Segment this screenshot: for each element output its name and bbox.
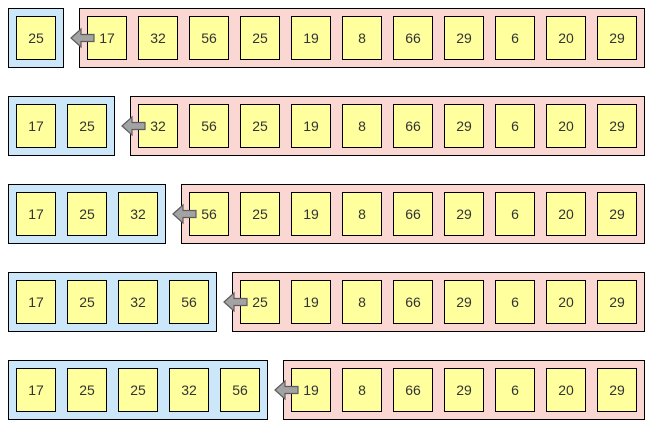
unsorted-value-box: 20 [546, 192, 586, 236]
unsorted-value-box: 19 [291, 280, 331, 324]
unsorted-value-box: 56 [189, 104, 229, 148]
unsorted-value-box: 19 [291, 192, 331, 236]
sorted-value-box: 25 [118, 368, 158, 412]
unsorted-value-box: 20 [546, 368, 586, 412]
unsorted-value-box: 6 [495, 16, 535, 60]
unsorted-value-box: 19 [291, 104, 331, 148]
unsorted-value-box: 29 [597, 192, 637, 236]
unsorted-value-box: 66 [393, 368, 433, 412]
unsorted-value-box: 25 [240, 104, 280, 148]
sorted-value-box: 25 [67, 280, 107, 324]
unsorted-value-box: 32 [138, 16, 178, 60]
unsorted-value-box: 25 [240, 192, 280, 236]
sorted-container: 25 [8, 8, 64, 68]
unsorted-value-box: 8 [342, 104, 382, 148]
unsorted-value-box: 8 [342, 280, 382, 324]
sorted-value-box: 32 [118, 192, 158, 236]
unsorted-value-box: 25 [240, 280, 280, 324]
unsorted-value-box: 29 [444, 192, 484, 236]
unsorted-value-box: 29 [597, 16, 637, 60]
insert-left-arrow-icon [121, 115, 146, 137]
insert-left-arrow-icon [70, 27, 95, 49]
unsorted-value-box: 66 [393, 192, 433, 236]
unsorted-value-box: 6 [495, 104, 535, 148]
unsorted-value-box: 29 [444, 16, 484, 60]
sorted-value-box: 17 [16, 192, 56, 236]
sorted-value-box: 25 [16, 16, 56, 60]
unsorted-value-box: 29 [597, 368, 637, 412]
unsorted-value-box: 29 [444, 280, 484, 324]
unsorted-value-box: 66 [393, 104, 433, 148]
unsorted-value-box: 29 [597, 280, 637, 324]
insert-left-arrow-icon [172, 203, 197, 225]
unsorted-value-box: 8 [342, 368, 382, 412]
unsorted-value-box: 20 [546, 104, 586, 148]
sorted-value-box: 56 [220, 368, 260, 412]
unsorted-value-box: 29 [444, 104, 484, 148]
sorted-value-box: 17 [16, 104, 56, 148]
unsorted-value-box: 6 [495, 192, 535, 236]
unsorted-value-box: 25 [240, 16, 280, 60]
unsorted-value-box: 29 [444, 368, 484, 412]
insert-left-arrow-icon [223, 291, 248, 313]
unsorted-value-box: 8 [342, 192, 382, 236]
insert-left-arrow-icon [274, 379, 299, 401]
sorted-value-box: 25 [67, 192, 107, 236]
sorted-value-box: 25 [67, 104, 107, 148]
unsorted-value-box: 19 [291, 16, 331, 60]
unsorted-value-box: 20 [546, 280, 586, 324]
sorted-value-box: 17 [16, 368, 56, 412]
unsorted-value-box: 20 [546, 16, 586, 60]
unsorted-value-box: 6 [495, 368, 535, 412]
sorted-value-box: 32 [169, 368, 209, 412]
unsorted-value-box: 8 [342, 16, 382, 60]
unsorted-value-box: 56 [189, 16, 229, 60]
sorted-value-box: 17 [16, 280, 56, 324]
unsorted-value-box: 29 [597, 104, 637, 148]
sorted-value-box: 32 [118, 280, 158, 324]
sorted-value-box: 25 [67, 368, 107, 412]
unsorted-value-box: 6 [495, 280, 535, 324]
unsorted-value-box: 66 [393, 16, 433, 60]
sorted-value-box: 56 [169, 280, 209, 324]
unsorted-value-box: 66 [393, 280, 433, 324]
